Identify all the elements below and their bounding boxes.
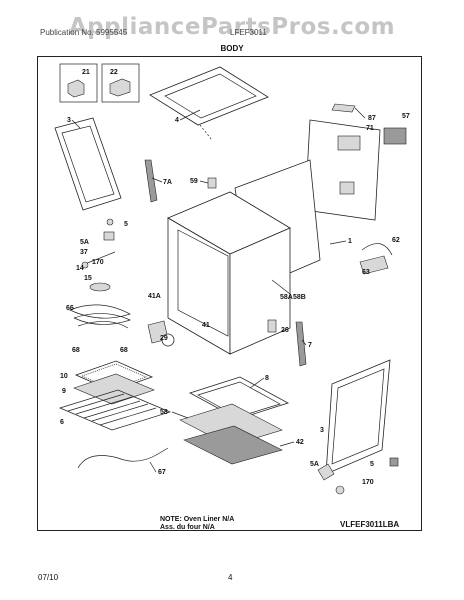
callout-5A: 5A — [80, 239, 89, 246]
callout-68-left: 68 — [72, 347, 80, 354]
callout-3: 3 — [67, 117, 71, 124]
callout-58A: 58A — [280, 294, 293, 301]
callout-9: 9 — [62, 388, 66, 395]
note-line-1: NOTE: Oven Liner N/A — [160, 516, 235, 523]
callout-10: 10 — [60, 373, 68, 380]
part-4-top-panel[interactable] — [149, 66, 269, 141]
watermark: AppliancePartsPros.com — [68, 14, 396, 40]
callout-66: 66 — [66, 305, 74, 312]
callout-7: 7 — [308, 342, 312, 349]
callout-6: 6 — [60, 419, 64, 426]
part-1-oven-cabinet[interactable] — [167, 191, 291, 355]
callout-63: 63 — [362, 269, 370, 276]
part-7A-hinge[interactable] — [144, 159, 158, 203]
part-170-screw-right[interactable] — [389, 457, 399, 467]
oven-liner-note: NOTE: Oven Liner N/A Ass. du four N/A — [160, 516, 234, 532]
callout-26: 26 — [281, 327, 289, 334]
callout-58: 58 — [160, 409, 168, 416]
part-57-vent[interactable] — [383, 127, 407, 145]
part-59-lamp[interactable] — [207, 177, 217, 189]
callout-68-right: 68 — [120, 347, 128, 354]
callout-29: 29 — [160, 335, 168, 342]
part-26-bracket[interactable] — [267, 319, 277, 333]
part-67-bake-element[interactable] — [77, 447, 169, 469]
part-87-bracket[interactable] — [331, 103, 356, 113]
callout-62: 62 — [392, 237, 400, 244]
callout-14: 14 — [76, 265, 84, 272]
callout-4: 4 — [175, 117, 179, 124]
part-29-block[interactable] — [147, 320, 175, 347]
callout-1: 1 — [348, 238, 352, 245]
part-42-drawer-base[interactable] — [183, 425, 283, 465]
callout-58B: 58B — [293, 294, 306, 301]
diagram-frame — [37, 56, 422, 531]
publication-number: Publication No. 5995545 — [40, 28, 128, 37]
part-6-oven-rack[interactable] — [58, 389, 172, 431]
part-3-oven-door[interactable] — [54, 117, 122, 211]
callout-3-right: 3 — [320, 427, 324, 434]
part-5A-leveler-right[interactable] — [317, 463, 345, 495]
note-line-2: Ass. du four N/A — [160, 524, 215, 531]
callout-21: 21 — [82, 69, 90, 76]
part-62-harness[interactable] — [359, 243, 393, 275]
callout-41: 41 — [202, 322, 210, 329]
part-71-back-panel[interactable] — [304, 119, 381, 221]
callout-71: 71 — [366, 125, 374, 132]
callout-5: 5 — [124, 221, 128, 228]
callout-57: 57 — [402, 113, 410, 120]
callout-37: 37 — [80, 249, 88, 256]
callout-87: 87 — [368, 115, 376, 122]
part-5-screw-left[interactable] — [103, 218, 115, 241]
part-66-broil-element[interactable] — [69, 304, 131, 329]
callout-41A: 41A — [148, 293, 161, 300]
callout-22: 22 — [110, 69, 118, 76]
part-14-probe[interactable] — [81, 251, 116, 269]
callout-7A: 7A — [163, 179, 172, 186]
callout-42: 42 — [296, 439, 304, 446]
part-22-box[interactable] — [101, 63, 140, 103]
model-code-header: LFEF3011 — [230, 28, 267, 37]
section-title: BODY — [220, 44, 244, 53]
part-21-box[interactable] — [59, 63, 98, 103]
callout-67: 67 — [158, 469, 166, 476]
model-number: VLFEF3011LBA — [340, 520, 400, 529]
callout-15: 15 — [84, 275, 92, 282]
part-3-drawer-door[interactable] — [325, 359, 391, 475]
callout-5A-right: 5A — [310, 461, 319, 468]
part-7-hinge[interactable] — [295, 321, 307, 367]
leader-lines — [71, 107, 366, 473]
callout-170: 170 — [92, 259, 104, 266]
page-number: 4 — [228, 573, 233, 582]
callout-170-right: 170 — [362, 479, 374, 486]
callout-59: 59 — [190, 178, 198, 185]
part-15-sensor[interactable] — [89, 282, 111, 292]
callout-5-right: 5 — [370, 461, 374, 468]
revision-date: 07/10 — [38, 573, 59, 582]
callout-8: 8 — [265, 375, 269, 382]
